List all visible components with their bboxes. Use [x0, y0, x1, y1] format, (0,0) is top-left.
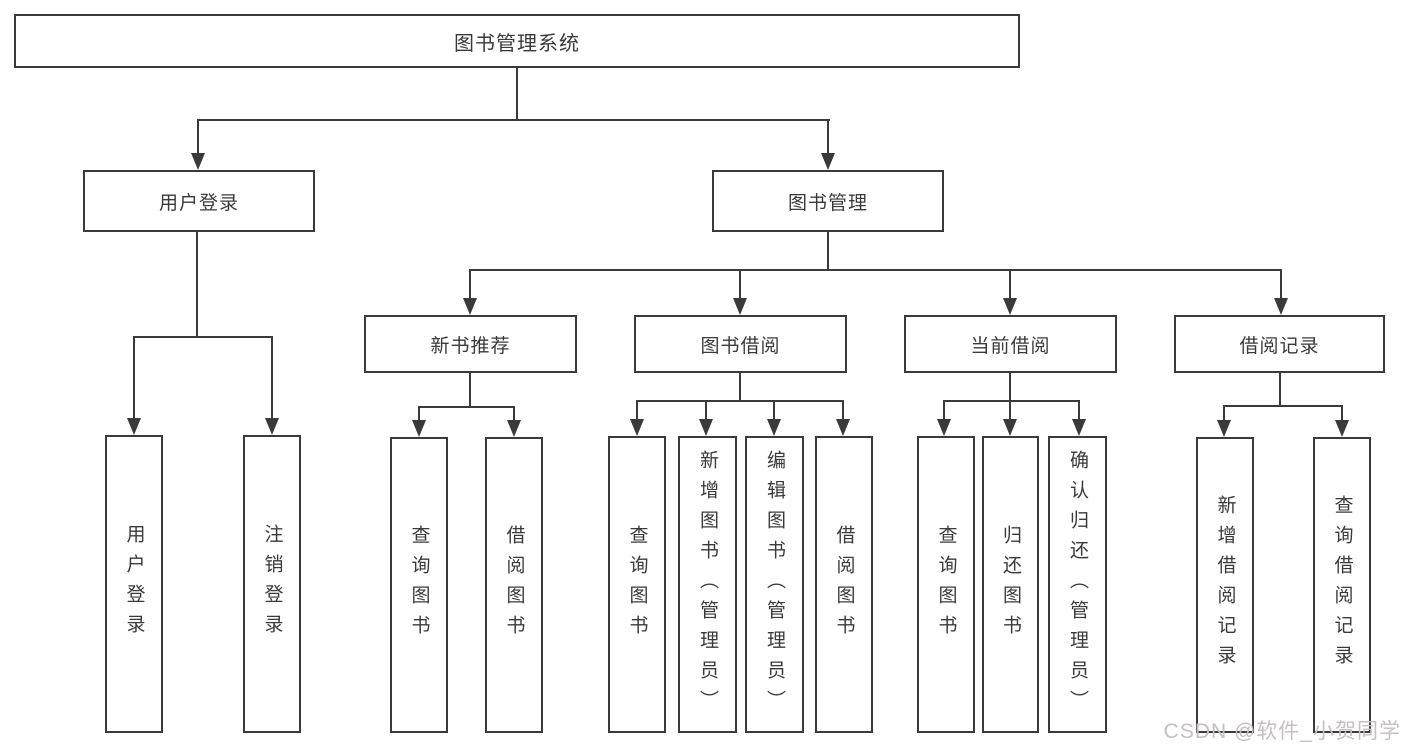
connector-line — [196, 232, 198, 338]
connector-line — [1009, 371, 1011, 402]
arrow-head-icon — [630, 419, 644, 436]
node-label: 用户登录 — [158, 192, 239, 214]
connector-line — [1280, 269, 1282, 300]
node-borrow-edit-books-admin: 编辑图书（管理员） — [745, 436, 804, 733]
connector-line — [1223, 405, 1225, 421]
connector-line — [513, 406, 515, 422]
arrow-head-icon — [507, 420, 521, 437]
connector-line — [469, 269, 471, 300]
node-recommend-query-books: 查询图书 — [390, 437, 448, 733]
node-label: 查询图书 — [935, 524, 957, 645]
node-label: 新书推荐 — [430, 335, 511, 357]
connector-line — [133, 336, 135, 420]
connector-line — [842, 400, 844, 419]
connector-line — [1341, 405, 1343, 421]
node-book-management: 图书管理 — [712, 170, 944, 232]
connector-line — [516, 66, 518, 121]
connector-line — [773, 400, 775, 419]
node-leaf-logout: 注销登录 — [243, 435, 301, 733]
connector-line — [418, 406, 420, 422]
node-borrow-borrow-books: 借阅图书 — [815, 436, 873, 733]
arrow-head-icon — [821, 153, 835, 170]
connector-line — [133, 336, 273, 338]
node-label: 新增图书（管理员） — [697, 449, 718, 720]
arrow-head-icon — [463, 298, 477, 315]
arrow-head-icon — [733, 298, 747, 315]
watermark: CSDN @软件_小贺同学 — [1163, 720, 1401, 743]
arrow-head-icon — [1335, 420, 1349, 437]
node-label: 当前借阅 — [970, 335, 1051, 357]
node-label: 归还图书 — [1000, 524, 1021, 645]
node-new-book-recommend: 新书推荐 — [364, 315, 577, 373]
node-label: 查询图书 — [626, 524, 648, 645]
arrow-head-icon — [1003, 298, 1017, 315]
node-leaf-user-login: 用户登录 — [105, 435, 163, 733]
connector-line — [636, 400, 638, 419]
arrow-head-icon — [191, 153, 205, 170]
connector-line — [271, 336, 273, 420]
node-label: 借阅记录 — [1239, 335, 1320, 357]
node-recommend-borrow-books: 借阅图书 — [485, 437, 543, 733]
node-label: 查询图书 — [408, 525, 430, 645]
node-user-login: 用户登录 — [83, 170, 315, 232]
node-label: 借阅图书 — [833, 524, 855, 645]
connector-line — [1279, 371, 1281, 407]
node-borrow-add-books-admin: 新增图书（管理员） — [678, 436, 737, 733]
connector-line — [197, 119, 830, 121]
connector-line — [636, 400, 844, 402]
node-records-query-record: 查询借阅记录 — [1313, 437, 1371, 733]
connector-line — [943, 400, 1080, 402]
node-label: 编辑图书（管理员） — [764, 449, 785, 720]
node-current-confirm-return-admin: 确认归还（管理员） — [1048, 436, 1107, 733]
arrow-head-icon — [699, 419, 713, 436]
arrow-head-icon — [127, 418, 141, 435]
arrow-head-icon — [836, 419, 850, 436]
connector-line — [1009, 269, 1011, 300]
node-label: 图书借阅 — [700, 335, 781, 357]
connector-line — [469, 371, 471, 408]
connector-line — [827, 232, 829, 271]
node-root: 图书管理系统 — [14, 14, 1020, 68]
arrow-head-icon — [1072, 419, 1086, 436]
node-borrow-records: 借阅记录 — [1174, 315, 1385, 373]
node-label: 图书管理 — [787, 192, 868, 214]
connector-line — [1223, 405, 1343, 407]
connector-line — [943, 400, 945, 419]
node-label: 用户登录 — [123, 524, 145, 644]
node-current-query-books: 查询图书 — [917, 436, 975, 733]
connector-line — [197, 119, 199, 156]
arrow-head-icon — [1274, 298, 1288, 315]
node-book-borrow: 图书借阅 — [634, 315, 847, 373]
node-label: 注销登录 — [261, 524, 283, 644]
node-records-add-record: 新增借阅记录 — [1196, 437, 1254, 733]
arrow-head-icon — [1217, 420, 1231, 437]
arrow-head-icon — [1003, 419, 1017, 436]
connector-line — [739, 269, 741, 300]
arrow-head-icon — [412, 420, 426, 437]
node-label: 图书管理系统 — [454, 32, 580, 55]
node-label: 借阅图书 — [503, 525, 525, 645]
node-current-return-books: 归还图书 — [982, 436, 1039, 733]
connector-line — [827, 119, 829, 156]
connector-line — [705, 400, 707, 419]
node-label: 查询借阅记录 — [1331, 495, 1353, 675]
connector-line — [739, 371, 741, 402]
node-label: 新增借阅记录 — [1214, 495, 1236, 675]
node-borrow-query-books: 查询图书 — [608, 436, 666, 733]
connector-line — [1009, 400, 1011, 419]
node-label: 确认归还（管理员） — [1067, 449, 1088, 720]
connector-line — [1078, 400, 1080, 419]
arrow-head-icon — [937, 419, 951, 436]
arrow-head-icon — [265, 418, 279, 435]
node-current-borrow: 当前借阅 — [904, 315, 1117, 373]
arrow-head-icon — [767, 419, 781, 436]
connector-line — [469, 269, 1282, 271]
connector-line — [418, 406, 515, 408]
